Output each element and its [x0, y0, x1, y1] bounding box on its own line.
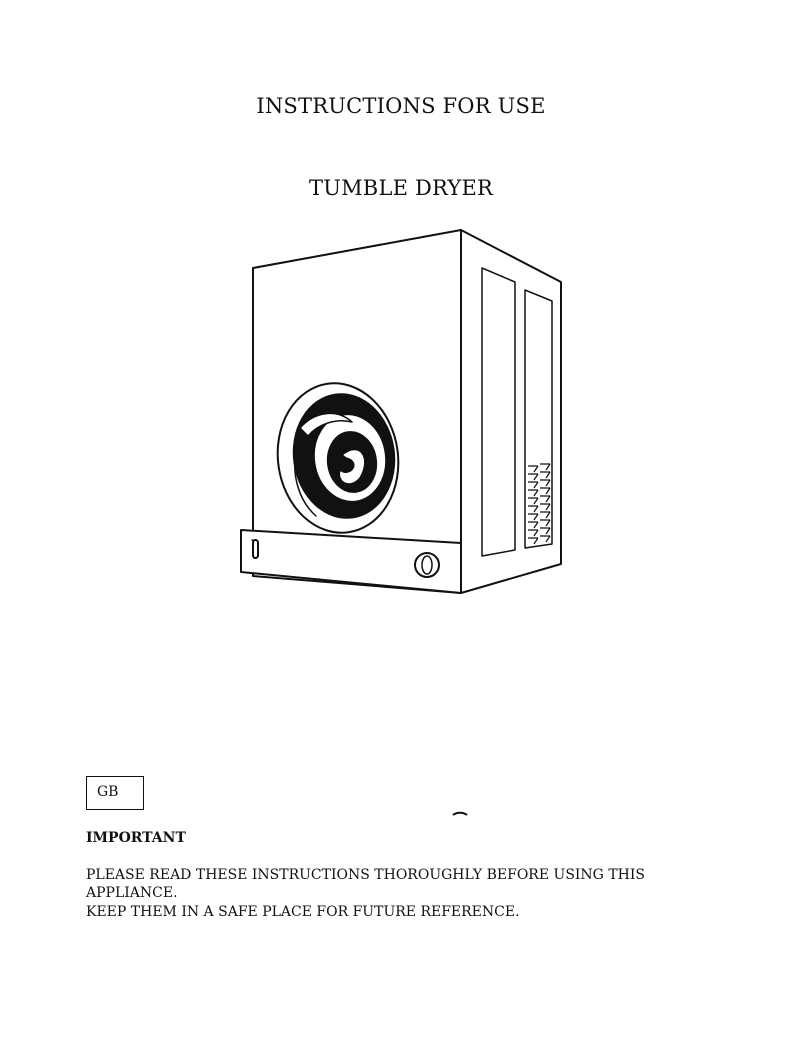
read-instructions-notice: PLEASE READ THESE INSTRUCTIONS THOROUGHL…	[86, 867, 645, 901]
document-title: INSTRUCTIONS FOR USE	[256, 94, 546, 118]
language-code-box: GB	[86, 776, 144, 810]
keep-safe-notice: KEEP THEM IN A SAFE PLACE FOR FUTURE REF…	[86, 904, 520, 920]
print-mark	[452, 811, 468, 816]
tumble-dryer-icon	[240, 229, 562, 594]
product-name: TUMBLE DRYER	[309, 176, 493, 200]
language-code: GB	[97, 784, 119, 800]
important-label: IMPORTANT	[86, 830, 186, 846]
